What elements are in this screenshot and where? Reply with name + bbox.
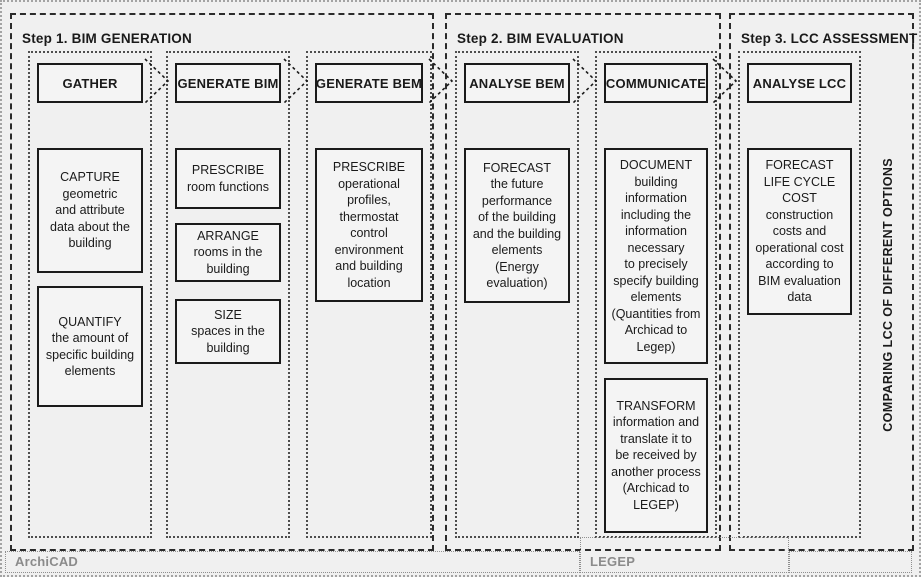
comparing-lcc-side-band: COMPARING LCC OF DIFFERENT OPTIONS	[865, 51, 911, 538]
phase-header-generate-bim: GENERATE BIM	[175, 63, 281, 103]
phase-analyse-bem: ANALYSE BEM FORECAST the future performa…	[455, 51, 579, 538]
step-3-title: Step 3. LCC ASSESSMENT	[741, 31, 918, 47]
phase-header-communicate: COMMUNICATE	[604, 63, 708, 103]
step-1-title: Step 1. BIM GENERATION	[22, 31, 192, 47]
step-2-title: Step 2. BIM EVALUATION	[457, 31, 624, 47]
step-1-bim-generation: Step 1. BIM GENERATION GATHER CAPTURE ge…	[10, 13, 434, 551]
phase-header-analyse-bem: ANALYSE BEM	[464, 63, 570, 103]
chevron-right-icon	[283, 58, 309, 104]
phase-gather: GATHER CAPTURE geometric and attribute d…	[28, 51, 152, 538]
lane-legep: LEGEP	[580, 537, 789, 573]
task-box-arrange-rooms: ARRANGE rooms in the building	[175, 223, 281, 282]
task-box-forecast-lcc: FORECAST LIFE CYCLE COST construction co…	[747, 148, 852, 315]
task-box-prescribe-functions: PRESCRIBE room functions	[175, 148, 281, 209]
chevron-right-icon	[712, 58, 738, 104]
task-box-forecast-performance: FORECAST the future performance of the b…	[464, 148, 570, 303]
chevron-right-icon	[428, 58, 454, 104]
task-box-quantify: QUANTIFY the amount of specific building…	[37, 286, 143, 407]
lane-archicad: ArchiCAD	[5, 551, 580, 573]
phase-generate-bim: GENERATE BIM PRESCRIBE room functions AR…	[166, 51, 290, 538]
phase-communicate: COMMUNICATE DOCUMENT building informatio…	[595, 51, 717, 538]
task-box-size-spaces: SIZE spaces in the building	[175, 299, 281, 364]
chevron-right-icon	[572, 58, 598, 104]
step-3-lcc-assessment: Step 3. LCC ASSESSMENT ANALYSE LCC FOREC…	[729, 13, 918, 551]
task-box-capture: CAPTURE geometric and attribute data abo…	[37, 148, 143, 273]
phase-header-analyse-lcc: ANALYSE LCC	[747, 63, 852, 103]
phase-analyse-lcc: ANALYSE LCC FORECAST LIFE CYCLE COST con…	[738, 51, 861, 538]
task-box-document-information: DOCUMENT building information including …	[604, 148, 708, 364]
task-box-prescribe-operational: PRESCRIBE operational profiles, thermost…	[315, 148, 423, 302]
phase-header-gather: GATHER	[37, 63, 143, 103]
step-2-bim-evaluation: Step 2. BIM EVALUATION ANALYSE BEM FOREC…	[445, 13, 721, 551]
lane-unlabeled	[789, 551, 912, 573]
comparing-lcc-label: COMPARING LCC OF DIFFERENT OPTIONS	[881, 157, 895, 432]
lane-label-legep: LEGEP	[590, 554, 636, 569]
lane-label-archicad: ArchiCAD	[15, 554, 78, 569]
phase-header-generate-bem: GENERATE BEM	[315, 63, 423, 103]
chevron-right-icon	[144, 58, 170, 104]
task-box-transform-information: TRANSFORM information and translate it t…	[604, 378, 708, 533]
phase-generate-bem: GENERATE BEM PRESCRIBE operational profi…	[306, 51, 432, 538]
